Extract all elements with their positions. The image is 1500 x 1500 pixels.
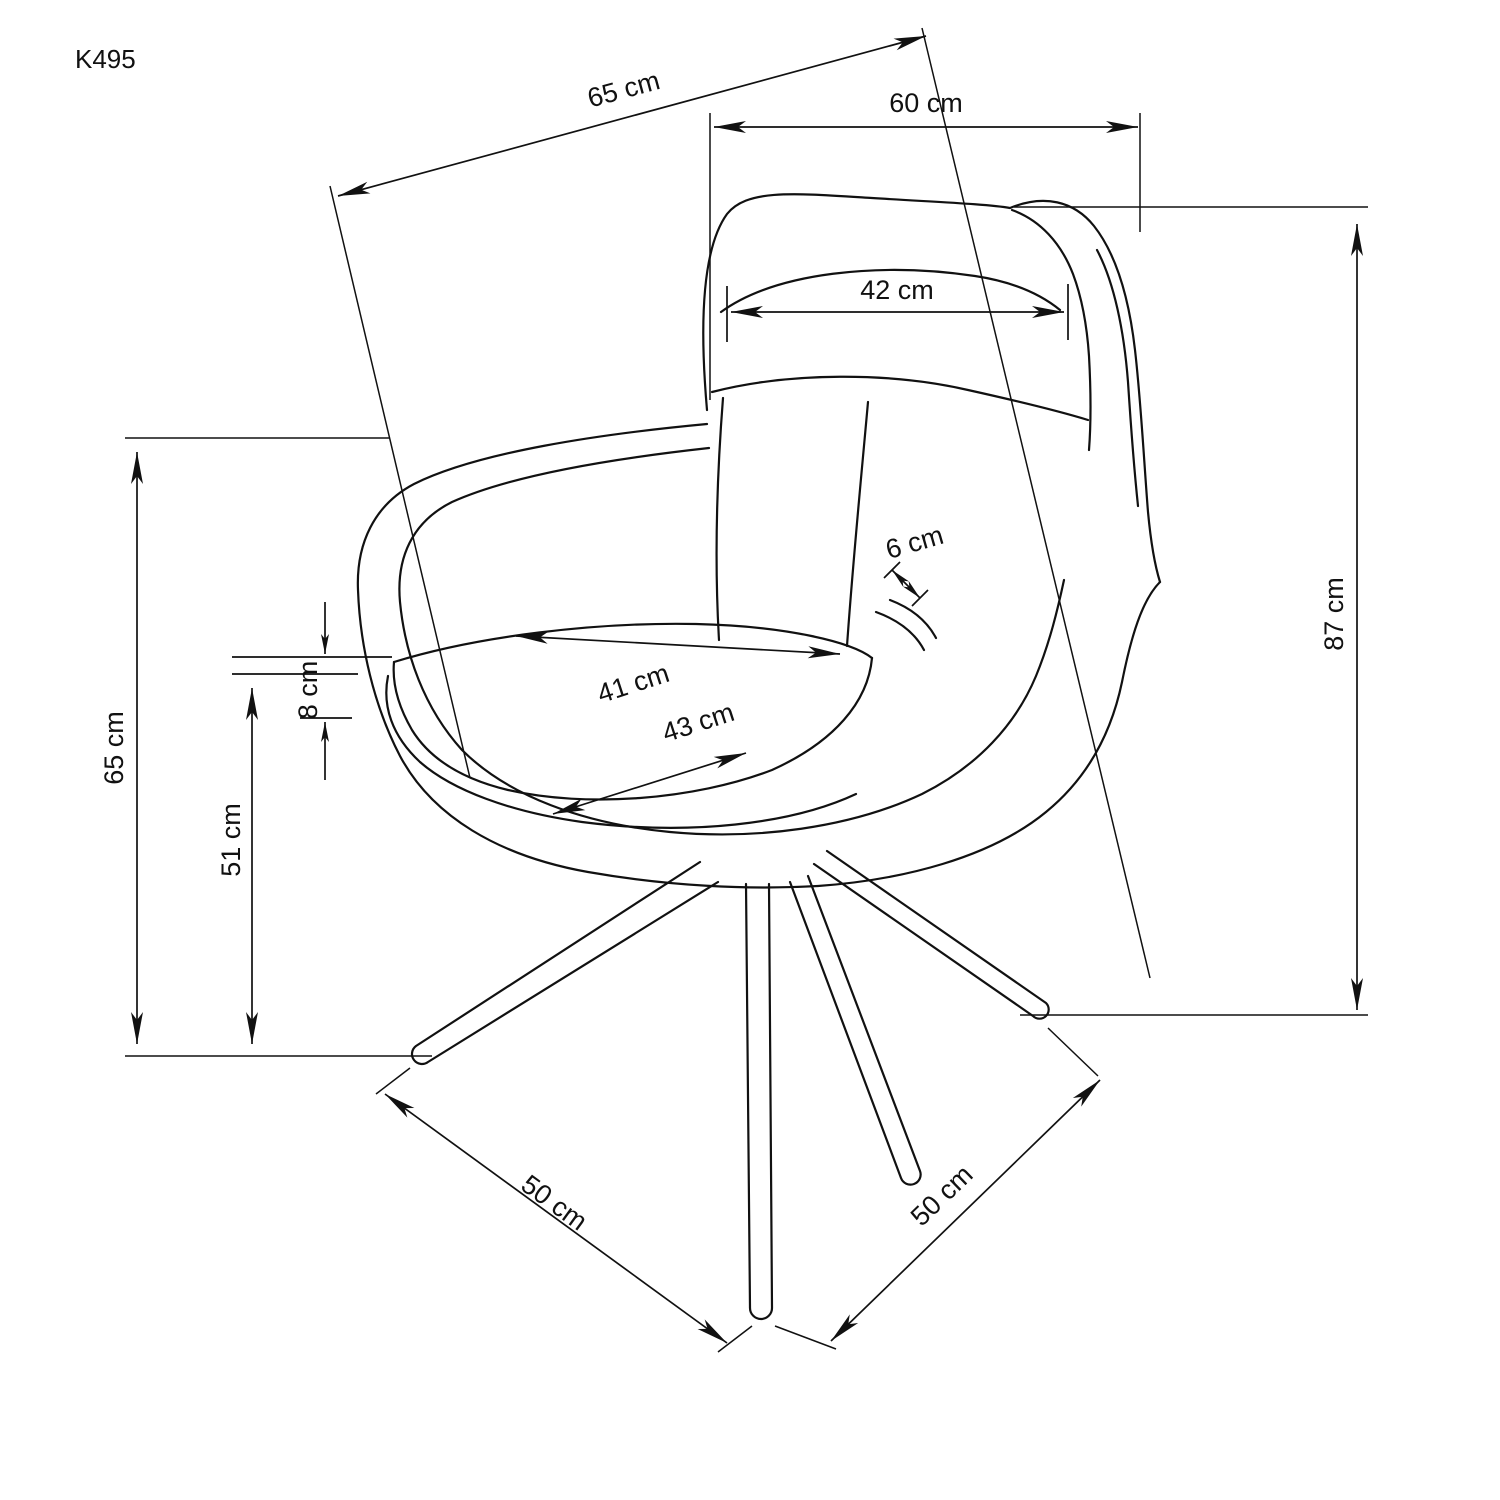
chair-seat-cushion-lip — [385, 674, 858, 829]
dim-seat-width-label: 41 cm — [594, 658, 673, 709]
chair-drawing — [356, 193, 1162, 1321]
dim-base-depth-right: 50 cm — [774, 1027, 1101, 1350]
chair-back-seam-right — [845, 400, 870, 648]
dim-seat-depth-line — [552, 752, 747, 815]
chair-leg-left — [410, 860, 720, 1066]
dim-overall-depth-extension-left — [329, 185, 471, 779]
chair-leg-right-back — [812, 849, 1050, 1020]
dim-backrest-width: 42 cm — [726, 275, 1069, 342]
dim-base-left-label: 50 cm — [516, 1169, 593, 1236]
dim-seat-cushion-label: 8 cm — [293, 661, 323, 720]
chair-back-cushion-seam-a — [874, 610, 926, 652]
dim-back-cushion-thickness: 6 cm — [882, 520, 947, 607]
chair-headrest-roll-line — [719, 268, 1062, 314]
dim-base-depth-left: 50 cm — [375, 1067, 753, 1353]
model-number-label: K495 — [75, 44, 136, 74]
chair-back-seam-left — [715, 396, 725, 642]
dim-seat-width-line — [515, 631, 841, 659]
dim-base-left-extension-bottom — [717, 1325, 753, 1353]
chair-midback-seam — [710, 375, 1090, 422]
chair-ear-inner-line — [1010, 208, 1092, 452]
chair-leg-front — [744, 882, 774, 1321]
dim-overall-width: 60 cm — [709, 88, 1141, 400]
dim-seat-depth-label: 43 cm — [659, 697, 738, 748]
dim-seat-height-label: 51 cm — [216, 803, 246, 877]
chair-back-right-double-line — [1095, 248, 1140, 508]
dim-seat-height: 51 cm — [216, 673, 358, 1044]
dim-overall-depth: 65 cm — [329, 27, 1151, 979]
chair-arm-inner-edge — [398, 446, 1066, 836]
dim-base-right-line — [830, 1079, 1101, 1342]
dim-total-height-label: 87 cm — [1319, 577, 1349, 651]
dim-base-right-extension-bottom — [774, 1325, 837, 1350]
dim-seat-cushion-thickness: 8 cm — [232, 602, 392, 780]
chair-back-cushion-seam-b — [888, 598, 938, 640]
dim-base-left-line — [384, 1093, 728, 1344]
chair-leg-right-front — [788, 874, 922, 1186]
dim-base-right-label: 50 cm — [905, 1159, 979, 1232]
dim-armrest-height-label: 65 cm — [99, 711, 129, 785]
dim-base-right-extension-top — [1047, 1027, 1099, 1077]
dim-overall-depth-line — [337, 35, 927, 197]
dim-back-cushion-label: 6 cm — [882, 520, 947, 565]
dim-base-left-extension-top — [375, 1067, 411, 1095]
dim-back-cushion-line — [891, 569, 921, 599]
chair-backrest-outline — [702, 193, 1162, 584]
dim-backrest-width-label: 42 cm — [860, 275, 934, 305]
dim-total-height: 87 cm — [1014, 206, 1368, 1016]
chair-arm-outer-shell — [356, 422, 1162, 889]
dim-armrest-height: 65 cm — [99, 437, 432, 1057]
dim-overall-width-label: 60 cm — [889, 88, 963, 118]
dim-overall-depth-extension-right — [921, 27, 1151, 979]
dim-seat-width: 41 cm — [515, 631, 841, 709]
dim-overall-depth-label: 65 cm — [584, 65, 663, 113]
